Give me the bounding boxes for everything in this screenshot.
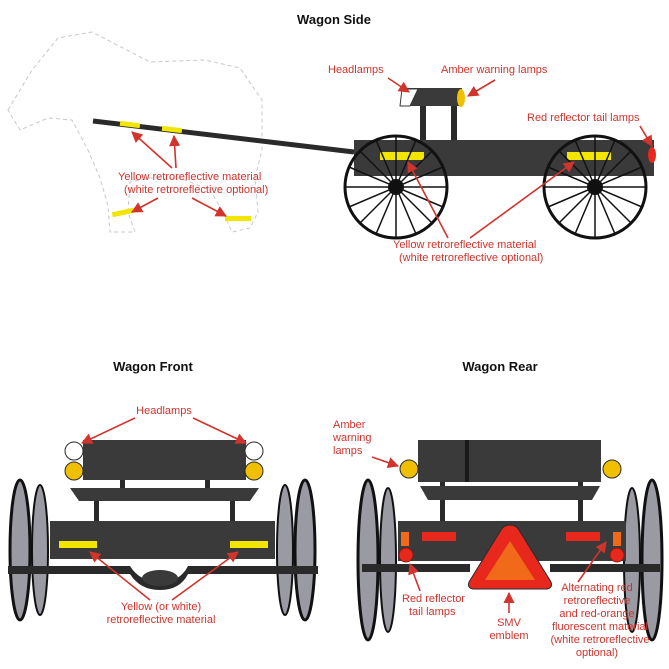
shaft-reflector-1 <box>119 120 141 129</box>
rear-amber-label-2: warning <box>332 432 372 444</box>
rear-left-wheel-inner <box>379 487 397 633</box>
rear-right-wheel <box>640 478 664 642</box>
rear-alt-label-1: Alternating red <box>561 582 633 594</box>
side-yellow-left-label-2: (white retroreflective optional) <box>124 184 268 196</box>
front-left-headlamp <box>64 441 84 461</box>
rear-alt-label-6: optional) <box>576 647 618 659</box>
side-tail-label: Red reflector tail lamps <box>527 112 640 124</box>
front-left-wheel <box>8 478 32 622</box>
rear-left-orange-patch <box>401 532 409 546</box>
side-body-reflector-rear <box>567 152 611 160</box>
rear-title: Wagon Rear <box>462 359 537 374</box>
side-title: Wagon Side <box>297 12 371 27</box>
horse-leg-reflector-front <box>111 207 135 218</box>
front-left-amber-lamp <box>64 461 84 481</box>
front-left-reflector <box>59 541 97 548</box>
front-seat-post-1 <box>94 495 99 523</box>
front-seat-post-4 <box>205 480 210 495</box>
rear-seat-platform <box>420 486 600 500</box>
front-seat-post-2 <box>230 495 235 523</box>
side-arrows <box>131 77 653 239</box>
front-right-wheel-inner <box>276 484 294 616</box>
front-right-reflector <box>230 541 268 548</box>
side-seat <box>402 88 462 106</box>
front-seat-platform <box>70 488 259 501</box>
front-wagon-body <box>50 521 275 559</box>
side-red-tail-lamp <box>648 147 656 163</box>
rear-alt-label-3: and red-orange <box>559 608 634 620</box>
rear-seat-post-1 <box>440 482 445 522</box>
rear-right-tail-lamp <box>609 547 625 563</box>
rear-seat-center-post <box>465 440 469 482</box>
rear-left-amber-lamp <box>399 459 419 479</box>
front-axle <box>8 566 318 590</box>
rear-smv-label-2: emblem <box>489 630 528 642</box>
shaft-reflector-2 <box>161 125 183 134</box>
rear-alt-label-5: (white retroreflective <box>550 634 649 646</box>
front-axle-hub <box>142 570 178 586</box>
side-amber-lamp <box>457 89 465 107</box>
front-right-amber-lamp <box>244 461 264 481</box>
side-headlamp <box>399 88 419 107</box>
front-left-wheel-inner <box>31 484 49 616</box>
front-yellow-label-2: retroreflective material <box>107 614 216 626</box>
front-yellow-label-1: Yellow (or white) <box>121 601 201 613</box>
rear-seat-post-2 <box>578 482 583 522</box>
rear-tail-label-1: Red reflector <box>402 593 465 605</box>
rear-tail-label-2: tail lamps <box>409 606 456 618</box>
side-yellow-right-label-2: (white retroreflective optional) <box>399 252 543 264</box>
rear-amber-label-3: lamps <box>333 445 363 457</box>
rear-left-tail-lamp <box>398 547 414 563</box>
side-seat-post-1 <box>420 105 426 143</box>
smv-emblem-center <box>485 541 535 580</box>
front-title: Wagon Front <box>113 359 193 374</box>
front-seat-back <box>83 440 246 480</box>
rear-alt-label-4: fluorescent material <box>552 621 648 633</box>
rear-left-wheel <box>356 478 380 642</box>
side-headlamps-label: Headlamps <box>328 64 384 76</box>
rear-left-red-strip <box>422 532 456 541</box>
side-front-wheel <box>343 134 449 240</box>
rear-seat-back <box>418 440 601 482</box>
side-seat-post-2 <box>451 105 457 143</box>
side-rear-wheel <box>542 134 648 240</box>
horse-leg-reflector-rear <box>225 216 251 221</box>
front-right-headlamp <box>244 441 264 461</box>
front-arrows <box>80 417 248 601</box>
front-seat-post-3 <box>120 480 125 495</box>
side-amber-label: Amber warning lamps <box>441 64 548 76</box>
front-headlamps-label: Headlamps <box>136 405 192 417</box>
rear-arrows <box>371 456 607 613</box>
rear-smv-label-1: SMV <box>497 617 522 629</box>
side-body-reflector-front <box>380 152 424 160</box>
rear-right-orange-patch <box>613 532 621 546</box>
side-yellow-right-label-1: Yellow retroreflective material <box>393 239 536 251</box>
side-yellow-left-label-1: Yellow retroreflective material <box>118 171 261 183</box>
front-right-wheel <box>293 478 317 622</box>
rear-right-amber-lamp <box>602 459 622 479</box>
horse-outline <box>7 31 263 233</box>
rear-right-red-strip <box>566 532 600 541</box>
rear-amber-label-1: Amber <box>333 419 366 431</box>
rear-alt-label-2: retroreflective <box>564 595 631 607</box>
